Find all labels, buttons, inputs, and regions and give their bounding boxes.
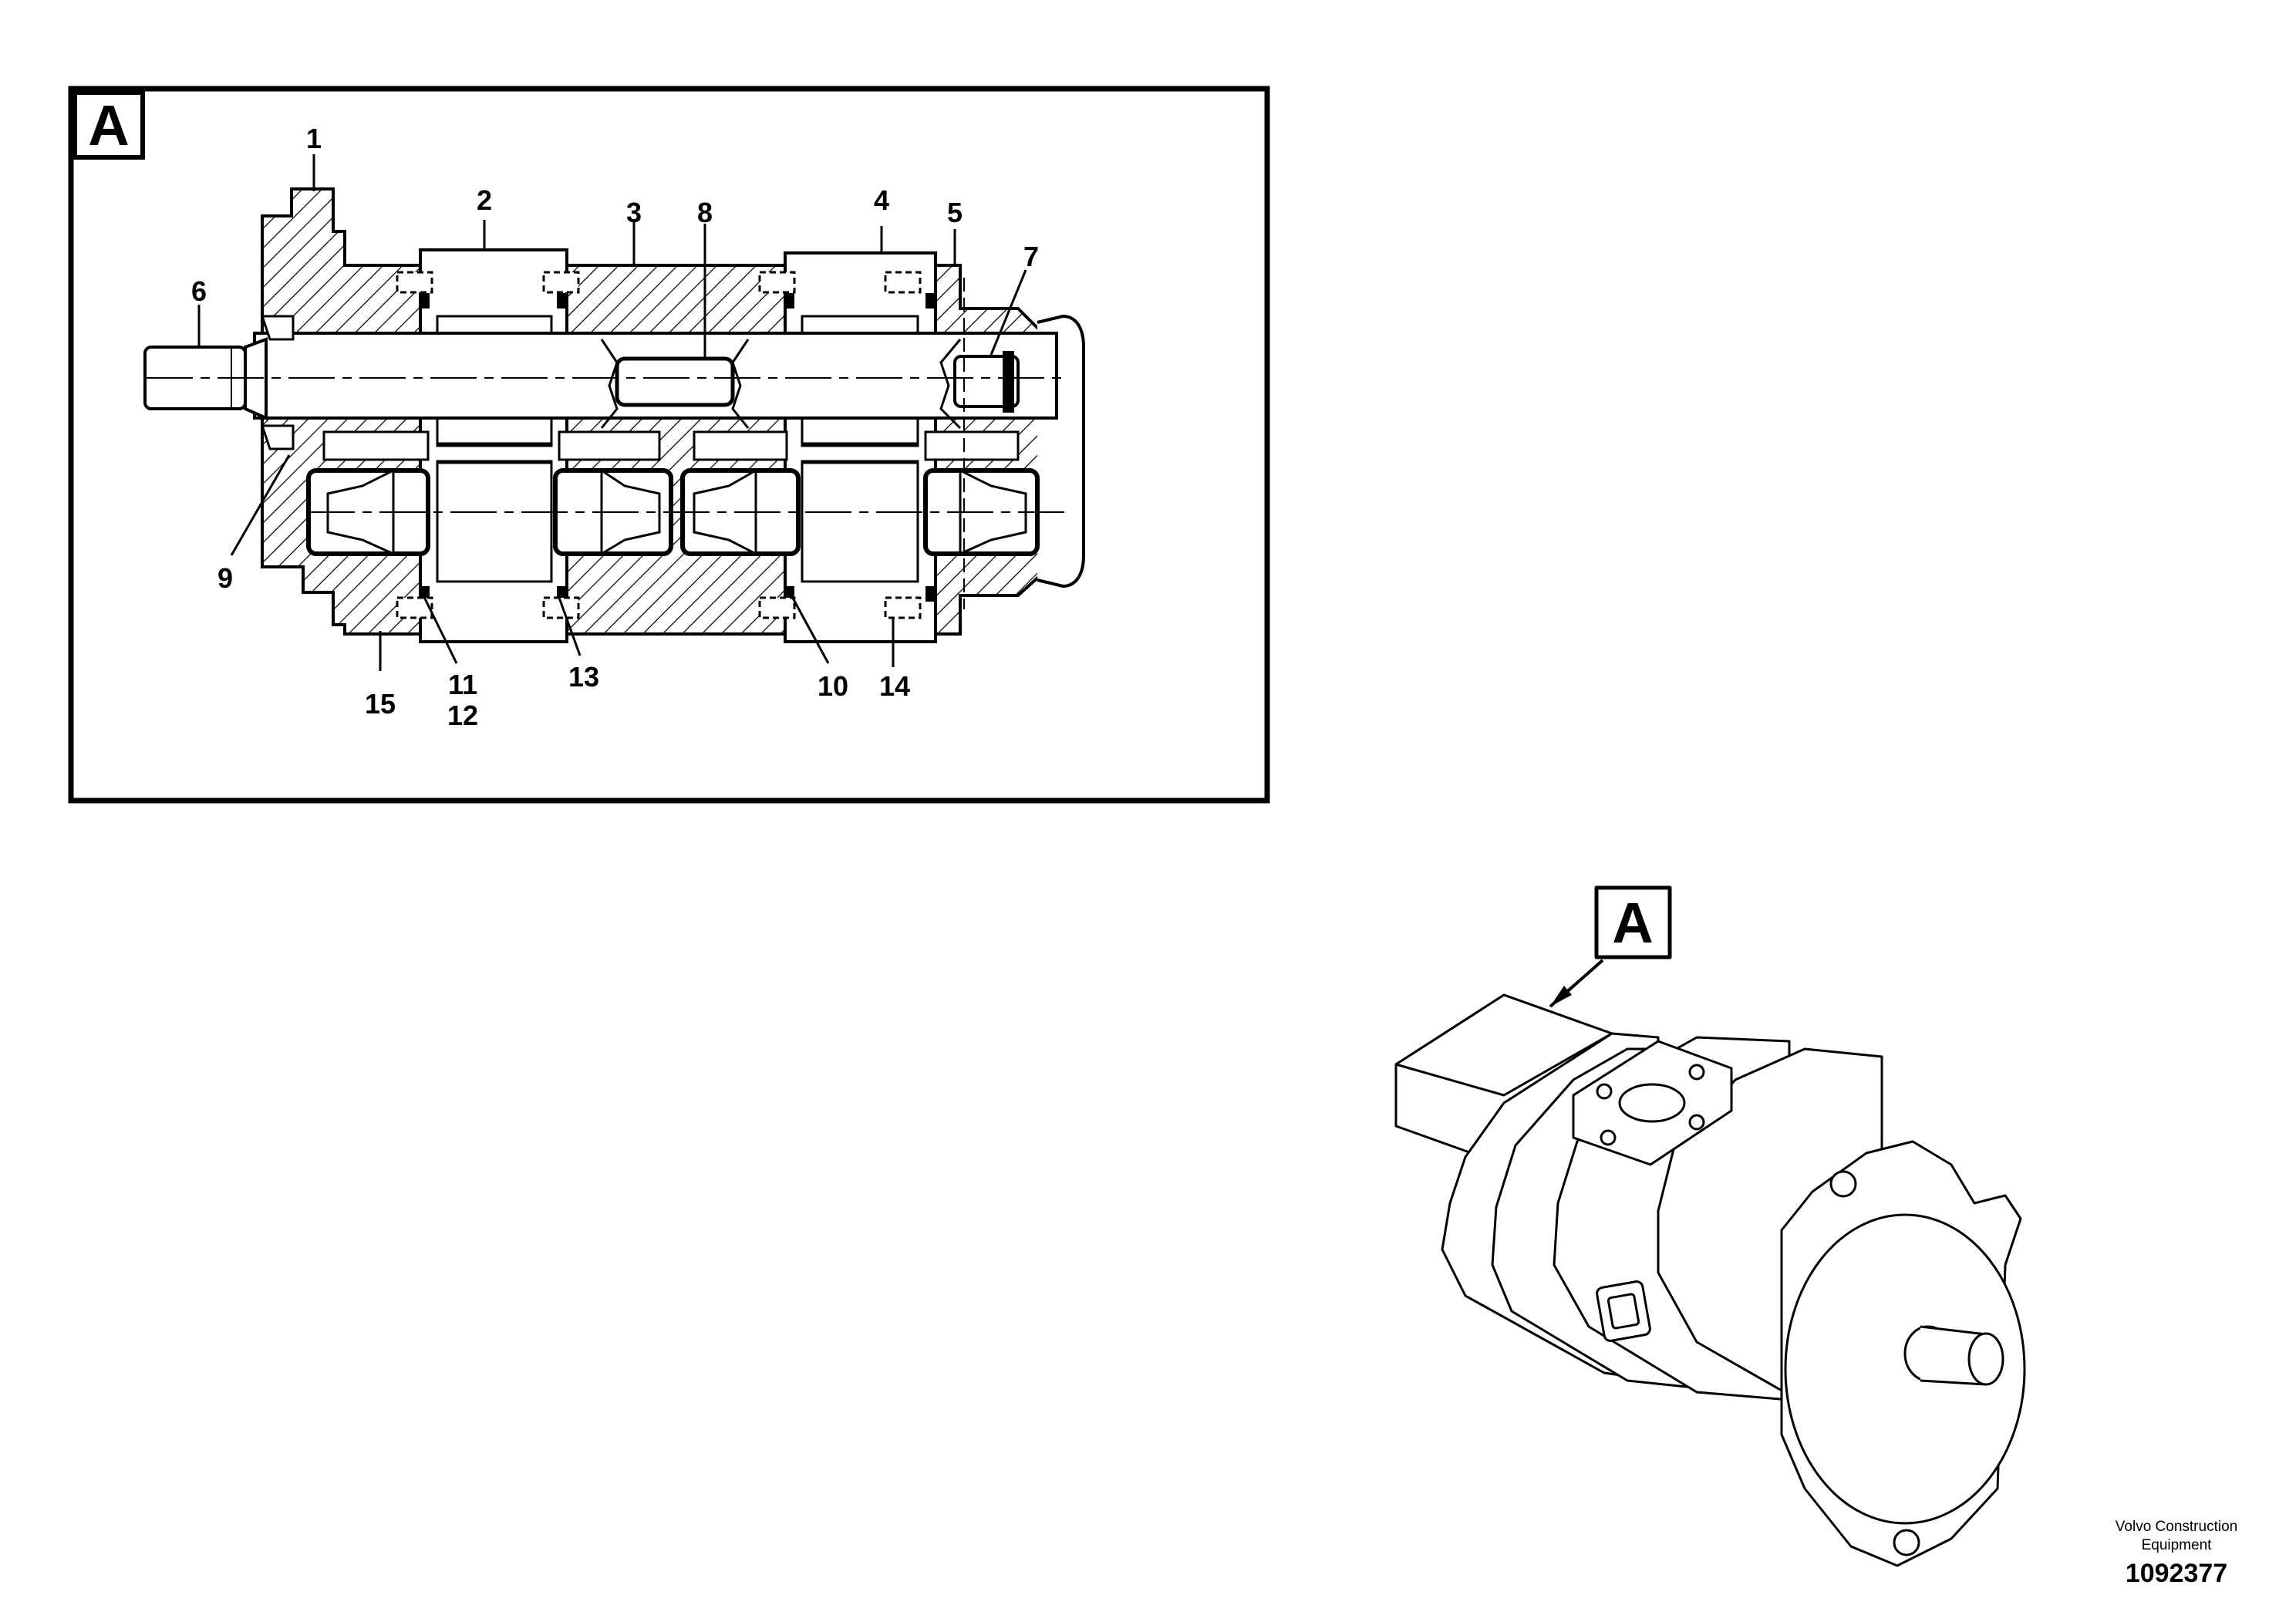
leader-lines [197,154,1027,671]
callout-14: 14 [879,670,910,702]
view-reference-box [1594,885,1672,959]
callout-3: 3 [626,197,642,228]
view-reference-letter: A [1612,891,1653,955]
section-view-frame [68,86,1270,804]
callout-10: 10 [818,670,848,702]
drawing-number: 1092377 [2125,1559,2228,1588]
pump-isometric-view: A [1394,885,2026,1567]
callout-13: 13 [568,661,599,693]
credit-organization-line1: Volvo Construction [2115,1519,2238,1535]
view-label-box [72,90,145,160]
callout-11: 11 [448,669,477,700]
callout-12: 12 [447,700,478,731]
callout-4: 4 [874,184,889,216]
callout-9: 9 [217,562,233,594]
callout-8: 8 [697,197,713,228]
callout-15: 15 [365,688,396,720]
drawing-credit: Volvo Construction Equipment 1092377 [2088,1518,2265,1589]
pump-housing-section [143,187,1085,643]
credit-organization-line2: Equipment [2141,1537,2212,1553]
view-label-letter: A [88,93,129,157]
section-view-a: A [68,86,1270,804]
callout-7: 7 [1023,241,1039,272]
callout-numbers: 1 2 3 8 4 5 7 6 9 11 12 13 15 10 14 [191,123,1039,731]
callout-1: 1 [306,123,322,154]
callout-6: 6 [191,275,207,307]
callout-5: 5 [947,197,963,228]
callout-2: 2 [477,184,492,216]
